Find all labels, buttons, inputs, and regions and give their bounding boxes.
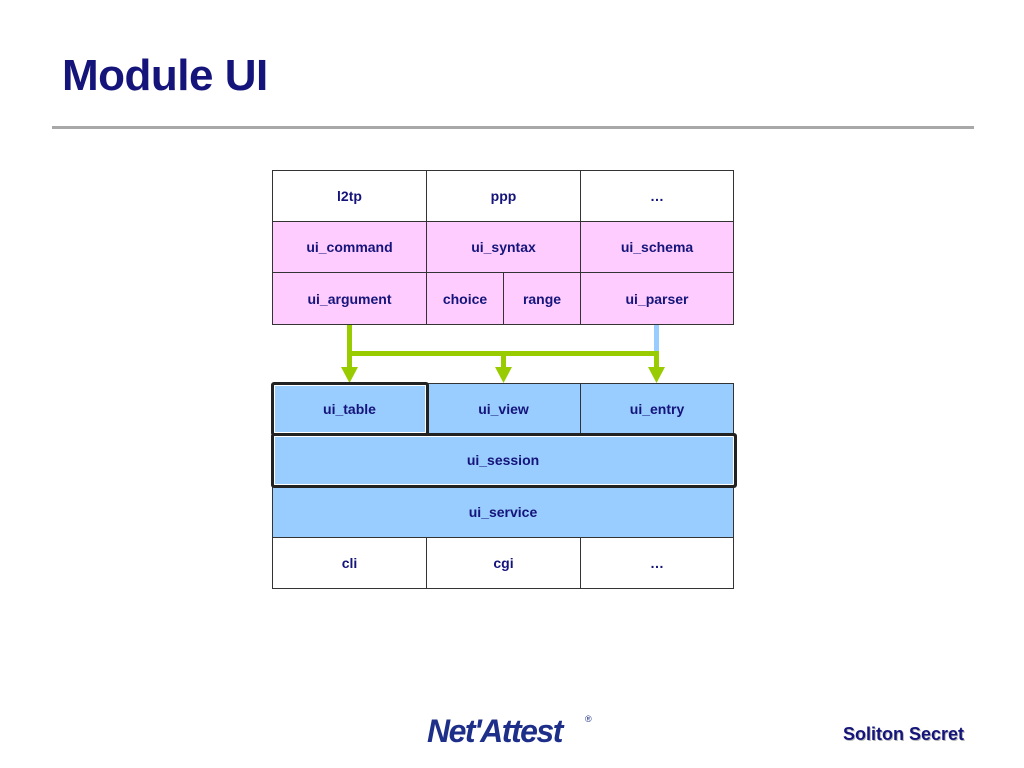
slide-title: Module UI [62, 51, 268, 100]
cell-range: range [503, 272, 581, 325]
cell-ellipsis-bottom: … [580, 537, 734, 589]
cell-ui-syntax: ui_syntax [426, 221, 581, 273]
green-connector-middle [501, 351, 506, 369]
cell-ellipsis-top: … [580, 170, 734, 222]
green-connector-left [347, 325, 352, 369]
logo-wordmark: Net'Attest [427, 713, 565, 749]
cell-ui-parser: ui_parser [580, 272, 734, 325]
green-connector-horizontal [347, 351, 659, 356]
green-connector-right [654, 351, 659, 369]
cell-l2tp: l2tp [272, 170, 427, 222]
confidentiality-label: Soliton Secret [842, 724, 964, 744]
blue-connector-line [654, 325, 659, 355]
cell-choice: choice [426, 272, 504, 325]
cell-ppp: ppp [426, 170, 581, 222]
netattest-logo: Net'Attest ® [427, 713, 592, 749]
arrowhead-to-ui-view [495, 367, 512, 383]
cell-ui-table: ui_table [272, 383, 427, 435]
arrowhead-to-ui-table [341, 367, 358, 383]
cell-ui-command: ui_command [272, 221, 427, 273]
cell-ui-view: ui_view [426, 383, 581, 435]
cell-ui-session: ui_session [272, 434, 734, 486]
cell-ui-service: ui_service [272, 485, 734, 538]
cell-ui-entry: ui_entry [580, 383, 734, 435]
logo-registered-mark: ® [585, 714, 592, 724]
cell-cgi: cgi [426, 537, 581, 589]
cell-cli: cli [272, 537, 427, 589]
cell-ui-schema: ui_schema [580, 221, 734, 273]
cell-ui-argument: ui_argument [272, 272, 427, 325]
arrowhead-to-ui-entry [648, 367, 665, 383]
title-divider [52, 126, 974, 129]
